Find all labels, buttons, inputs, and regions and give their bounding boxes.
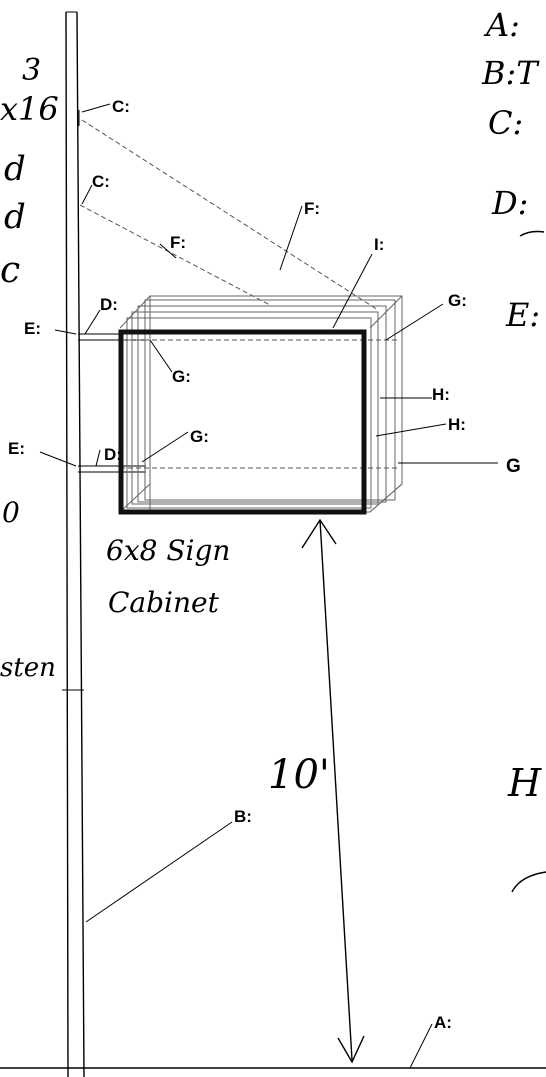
left-fragment-6: 0: [2, 496, 20, 529]
height-text: 10': [268, 752, 330, 798]
right-fragment-3: C:: [488, 104, 523, 142]
label-e-upper: E:: [24, 319, 41, 338]
cable-f-upper: [81, 119, 379, 311]
label-g-inner-upper: G:: [172, 367, 191, 386]
left-fragment-3: d: [4, 149, 26, 189]
label-a: A:: [434, 1013, 452, 1032]
sign-cabinet: [118, 295, 403, 515]
label-e-lower: E:: [8, 439, 25, 458]
label-g-right: G:: [448, 291, 467, 310]
cable-f-lower: [79, 204, 271, 306]
label-i: I:: [374, 235, 384, 254]
left-fragment-7: sten: [0, 653, 56, 683]
label-h-lower: H:: [448, 415, 466, 434]
left-fragment-5: c: [0, 250, 20, 291]
left-fragment-4: d: [4, 197, 26, 237]
pole: [65, 11, 85, 1077]
label-b: B:: [234, 807, 252, 826]
right-fragment-6: H: [507, 761, 542, 805]
right-fragment-4: D:: [491, 184, 528, 222]
left-fragment-2: x16: [0, 90, 59, 128]
label-g-inner-lower: G:: [190, 427, 209, 446]
label-f-upper: F:: [304, 199, 320, 218]
height-arrow: [301, 518, 365, 1064]
label-d-lower: D:: [104, 445, 122, 464]
caption-sign-line1: 6x8 Sign: [106, 534, 230, 567]
right-fragment-1: A:: [483, 6, 520, 44]
label-c-mid: C:: [92, 172, 110, 191]
label-h-upper: H:: [432, 385, 450, 404]
label-c-top: C:: [112, 97, 130, 116]
left-fragment-1: 3: [22, 53, 41, 88]
right-fragment-5: E:: [505, 296, 540, 334]
label-d-upper: D:: [100, 295, 118, 314]
label-f-lower: F:: [170, 233, 186, 252]
right-fragment-2: B:T: [481, 54, 540, 92]
label-g-plain: G: [506, 456, 521, 477]
caption-sign-line2: Cabinet: [108, 586, 220, 619]
